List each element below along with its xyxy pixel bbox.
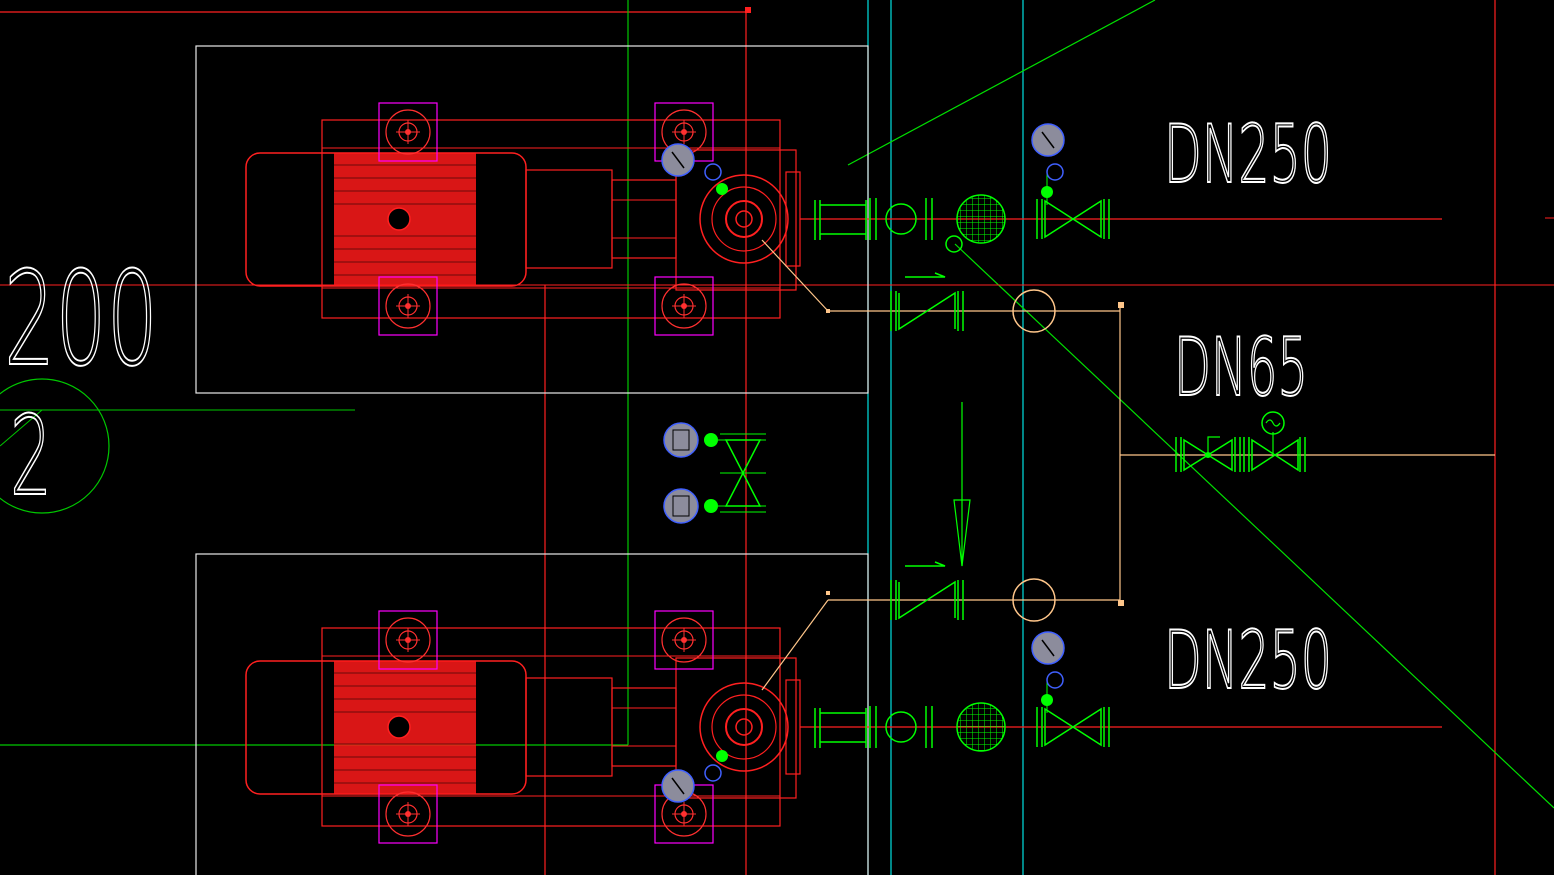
label-dn250-top: DN250	[1164, 108, 1332, 201]
pump-unit-bottom	[246, 611, 800, 843]
pump-unit-top	[246, 103, 800, 335]
y-strainer-icon	[956, 702, 1006, 752]
discharge-line-top	[800, 123, 1442, 253]
base-plate-top	[195, 45, 869, 394]
label-200: 200	[4, 243, 158, 395]
pressure-gauge-icon	[661, 769, 695, 803]
label-dn250-bottom: DN250	[1164, 614, 1332, 707]
pressure-gauge-icon	[1031, 631, 1065, 665]
solenoid-valve-icon	[1251, 438, 1299, 472]
dn65-valves	[1175, 411, 1306, 472]
grid-bubble-label: 2	[10, 392, 52, 520]
label-dn65: DN65	[1174, 321, 1308, 414]
discharge-line-bottom	[800, 631, 1442, 752]
pressure-switch-group	[663, 422, 766, 524]
pressure-gauge-icon	[1031, 123, 1065, 157]
y-strainer-icon	[956, 194, 1006, 244]
suction-lines	[761, 239, 1495, 691]
pressure-switch-icon	[663, 422, 699, 458]
base-plate-bottom	[195, 553, 869, 875]
pressure-gauge-icon	[661, 143, 695, 177]
pressure-switch-icon	[663, 488, 699, 524]
grid-bubble	[0, 378, 110, 514]
